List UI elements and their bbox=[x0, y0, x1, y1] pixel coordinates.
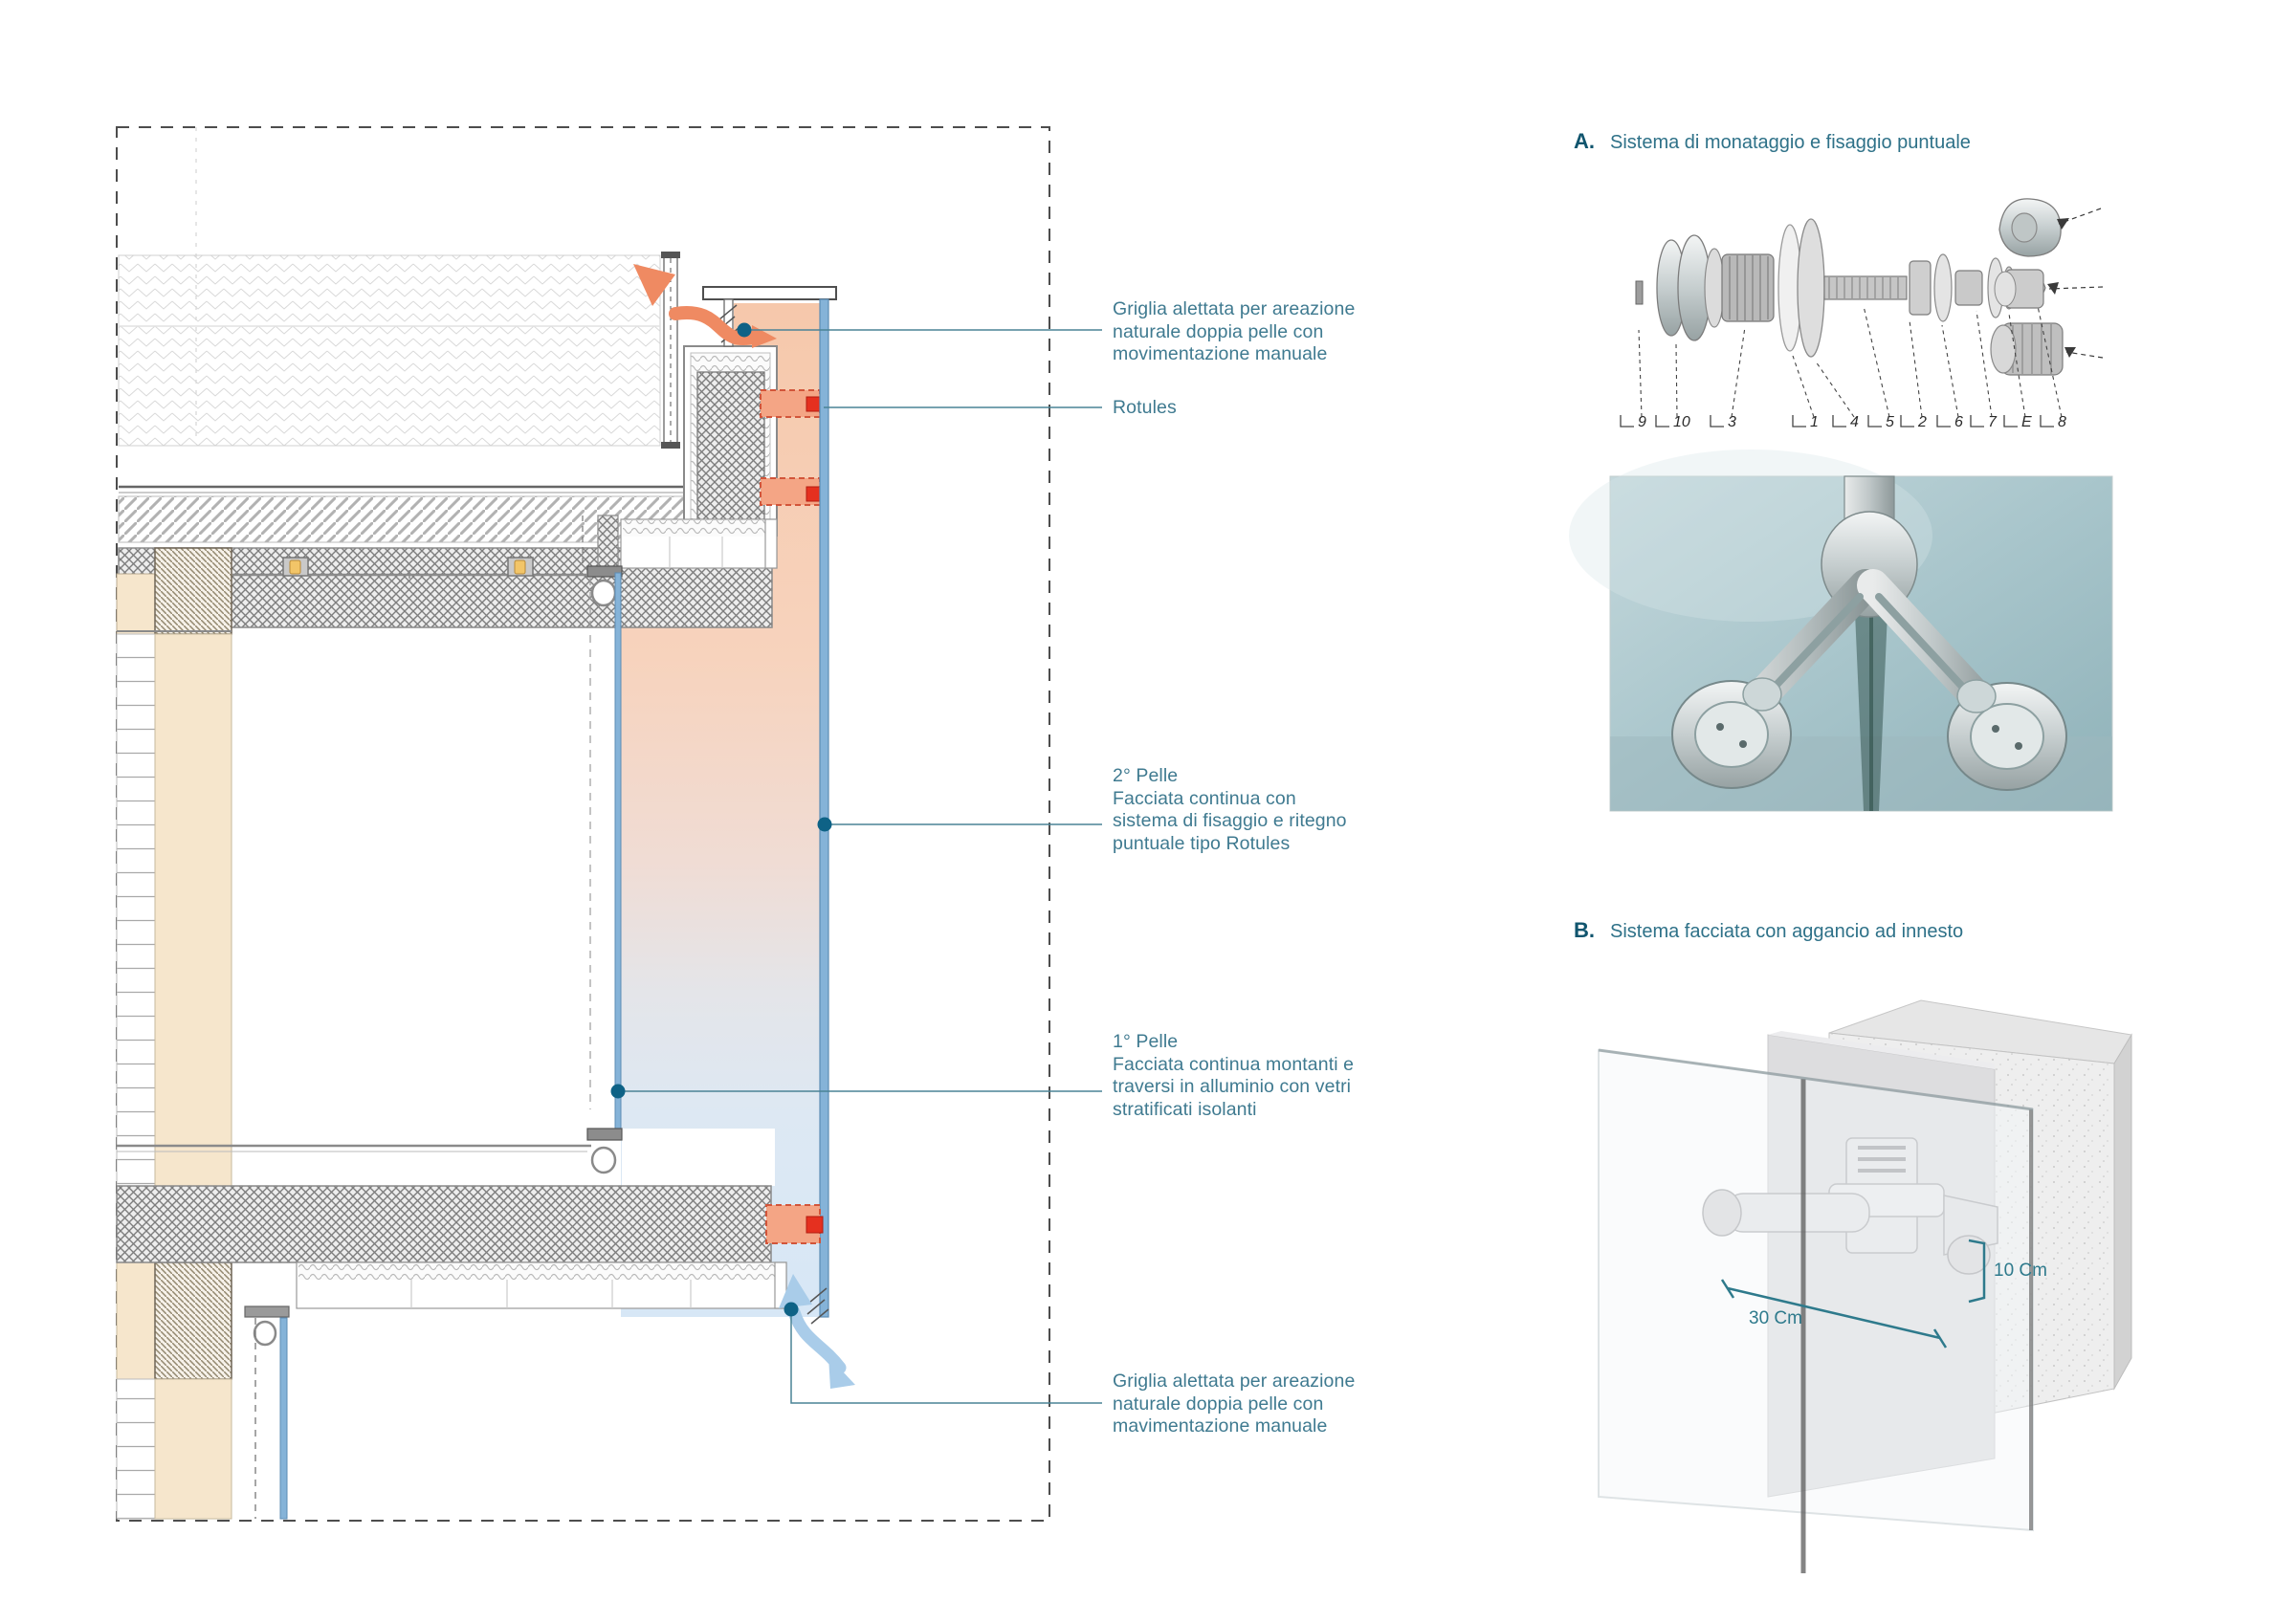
annotation-line: sistema di fisaggio e ritegno bbox=[1113, 810, 1347, 831]
rotule-fixing-upper-2 bbox=[760, 477, 823, 506]
socket-system-render bbox=[1598, 999, 2132, 1573]
annotation-line: Griglia alettata per areazione bbox=[1113, 1371, 1356, 1392]
annotation-line: naturale doppia pelle con bbox=[1113, 320, 1324, 342]
leader-dots bbox=[610, 322, 832, 1317]
annotation-first-skin: 1° Pelle Facciata continua montanti e tr… bbox=[1113, 1031, 1354, 1121]
part-number-label: 3 bbox=[1728, 414, 1736, 430]
annotation-griglia-top: Griglia alettata per areazione naturale … bbox=[1113, 298, 1355, 366]
section-a-title: Sistema di monataggio e fisaggio puntual… bbox=[1610, 132, 1971, 153]
part-number-label: 6 bbox=[1954, 414, 1963, 430]
outer-skin-glass bbox=[819, 298, 829, 1318]
lower-level-glazing bbox=[244, 1305, 290, 1520]
parapet-wall bbox=[683, 345, 778, 537]
annotation-line: stratificati isolanti bbox=[1113, 1098, 1257, 1120]
roof-insulation-hatch bbox=[118, 254, 661, 447]
rotule-fixing-upper-1 bbox=[760, 389, 823, 418]
cool-airflow-arrow-icon bbox=[779, 1274, 855, 1389]
part-number-label: 10 bbox=[1673, 414, 1690, 430]
ceiling-fixture bbox=[507, 557, 534, 577]
annotation-line: traversi in alluminio con vetri bbox=[1113, 1076, 1352, 1097]
annotation-line: Rotules bbox=[1113, 397, 1177, 418]
part-number-label: E bbox=[2021, 414, 2032, 430]
upper-soffit bbox=[597, 515, 778, 569]
annotation-line: Facciata continua con bbox=[1113, 787, 1296, 809]
part-number-label: 7 bbox=[1988, 414, 1997, 430]
annotation-line: Griglia alettata per areazione bbox=[1113, 298, 1356, 319]
exploded-fastener-diagram bbox=[1620, 198, 2104, 428]
leader-lines bbox=[624, 329, 1102, 1404]
spider-fitting-photo bbox=[1569, 450, 2113, 812]
ventilation-grille-bottom bbox=[806, 1287, 829, 1325]
dimension-marks bbox=[1720, 1239, 1986, 1349]
annotation-line: mavimentazione manuale bbox=[1113, 1415, 1328, 1437]
dimension-width-label: 30 Cm bbox=[1749, 1308, 1802, 1328]
part-number-label: 5 bbox=[1886, 414, 1894, 430]
rotule-fixing-lower bbox=[765, 1204, 824, 1244]
part-number-label: 4 bbox=[1850, 414, 1859, 430]
part-number-label: 9 bbox=[1638, 414, 1646, 430]
roof-edge-vent bbox=[661, 252, 680, 449]
annotation-line: 1° Pelle bbox=[1113, 1031, 1179, 1052]
dimension-height-label: 10 Cm bbox=[1994, 1261, 2047, 1281]
section-a-letter: A. bbox=[1574, 129, 1595, 153]
annotation-line: Facciata continua montanti e bbox=[1113, 1053, 1355, 1075]
section-b-letter: B. bbox=[1574, 918, 1595, 942]
ceiling-fixture bbox=[282, 557, 309, 577]
annotation-rotules: Rotules bbox=[1113, 397, 1177, 420]
section-b-header: B. Sistema facciata con aggancio ad innes… bbox=[1574, 918, 1963, 943]
part-number-label: 8 bbox=[2058, 414, 2066, 430]
parapet-coping bbox=[702, 286, 837, 347]
suspended-ceiling bbox=[232, 557, 587, 579]
annotation-line: puntuale tipo Rotules bbox=[1113, 832, 1291, 854]
annotation-griglia-bottom: Griglia alettata per areazione naturale … bbox=[1113, 1371, 1355, 1438]
warm-airflow-arrow-icon bbox=[633, 264, 777, 348]
inner-wall-left bbox=[116, 547, 232, 1520]
section-a-header: A. Sistema di monataggio e fisaggio puntu… bbox=[1574, 129, 1971, 154]
part-number-label: 1 bbox=[1810, 414, 1819, 430]
part-number-label: 2 bbox=[1918, 414, 1927, 430]
annotation-line: movimentazione manuale bbox=[1113, 343, 1328, 364]
annotation-line: 2° Pelle bbox=[1113, 765, 1179, 786]
floor-slab-buildup bbox=[116, 1144, 787, 1309]
annotation-line: naturale doppia pelle con bbox=[1113, 1393, 1324, 1415]
annotation-second-skin: 2° Pelle Facciata continua con sistema d… bbox=[1113, 765, 1347, 855]
inner-skin-glazing bbox=[582, 515, 623, 1174]
section-b-title: Sistema facciata con aggancio ad innesto bbox=[1610, 921, 1964, 942]
